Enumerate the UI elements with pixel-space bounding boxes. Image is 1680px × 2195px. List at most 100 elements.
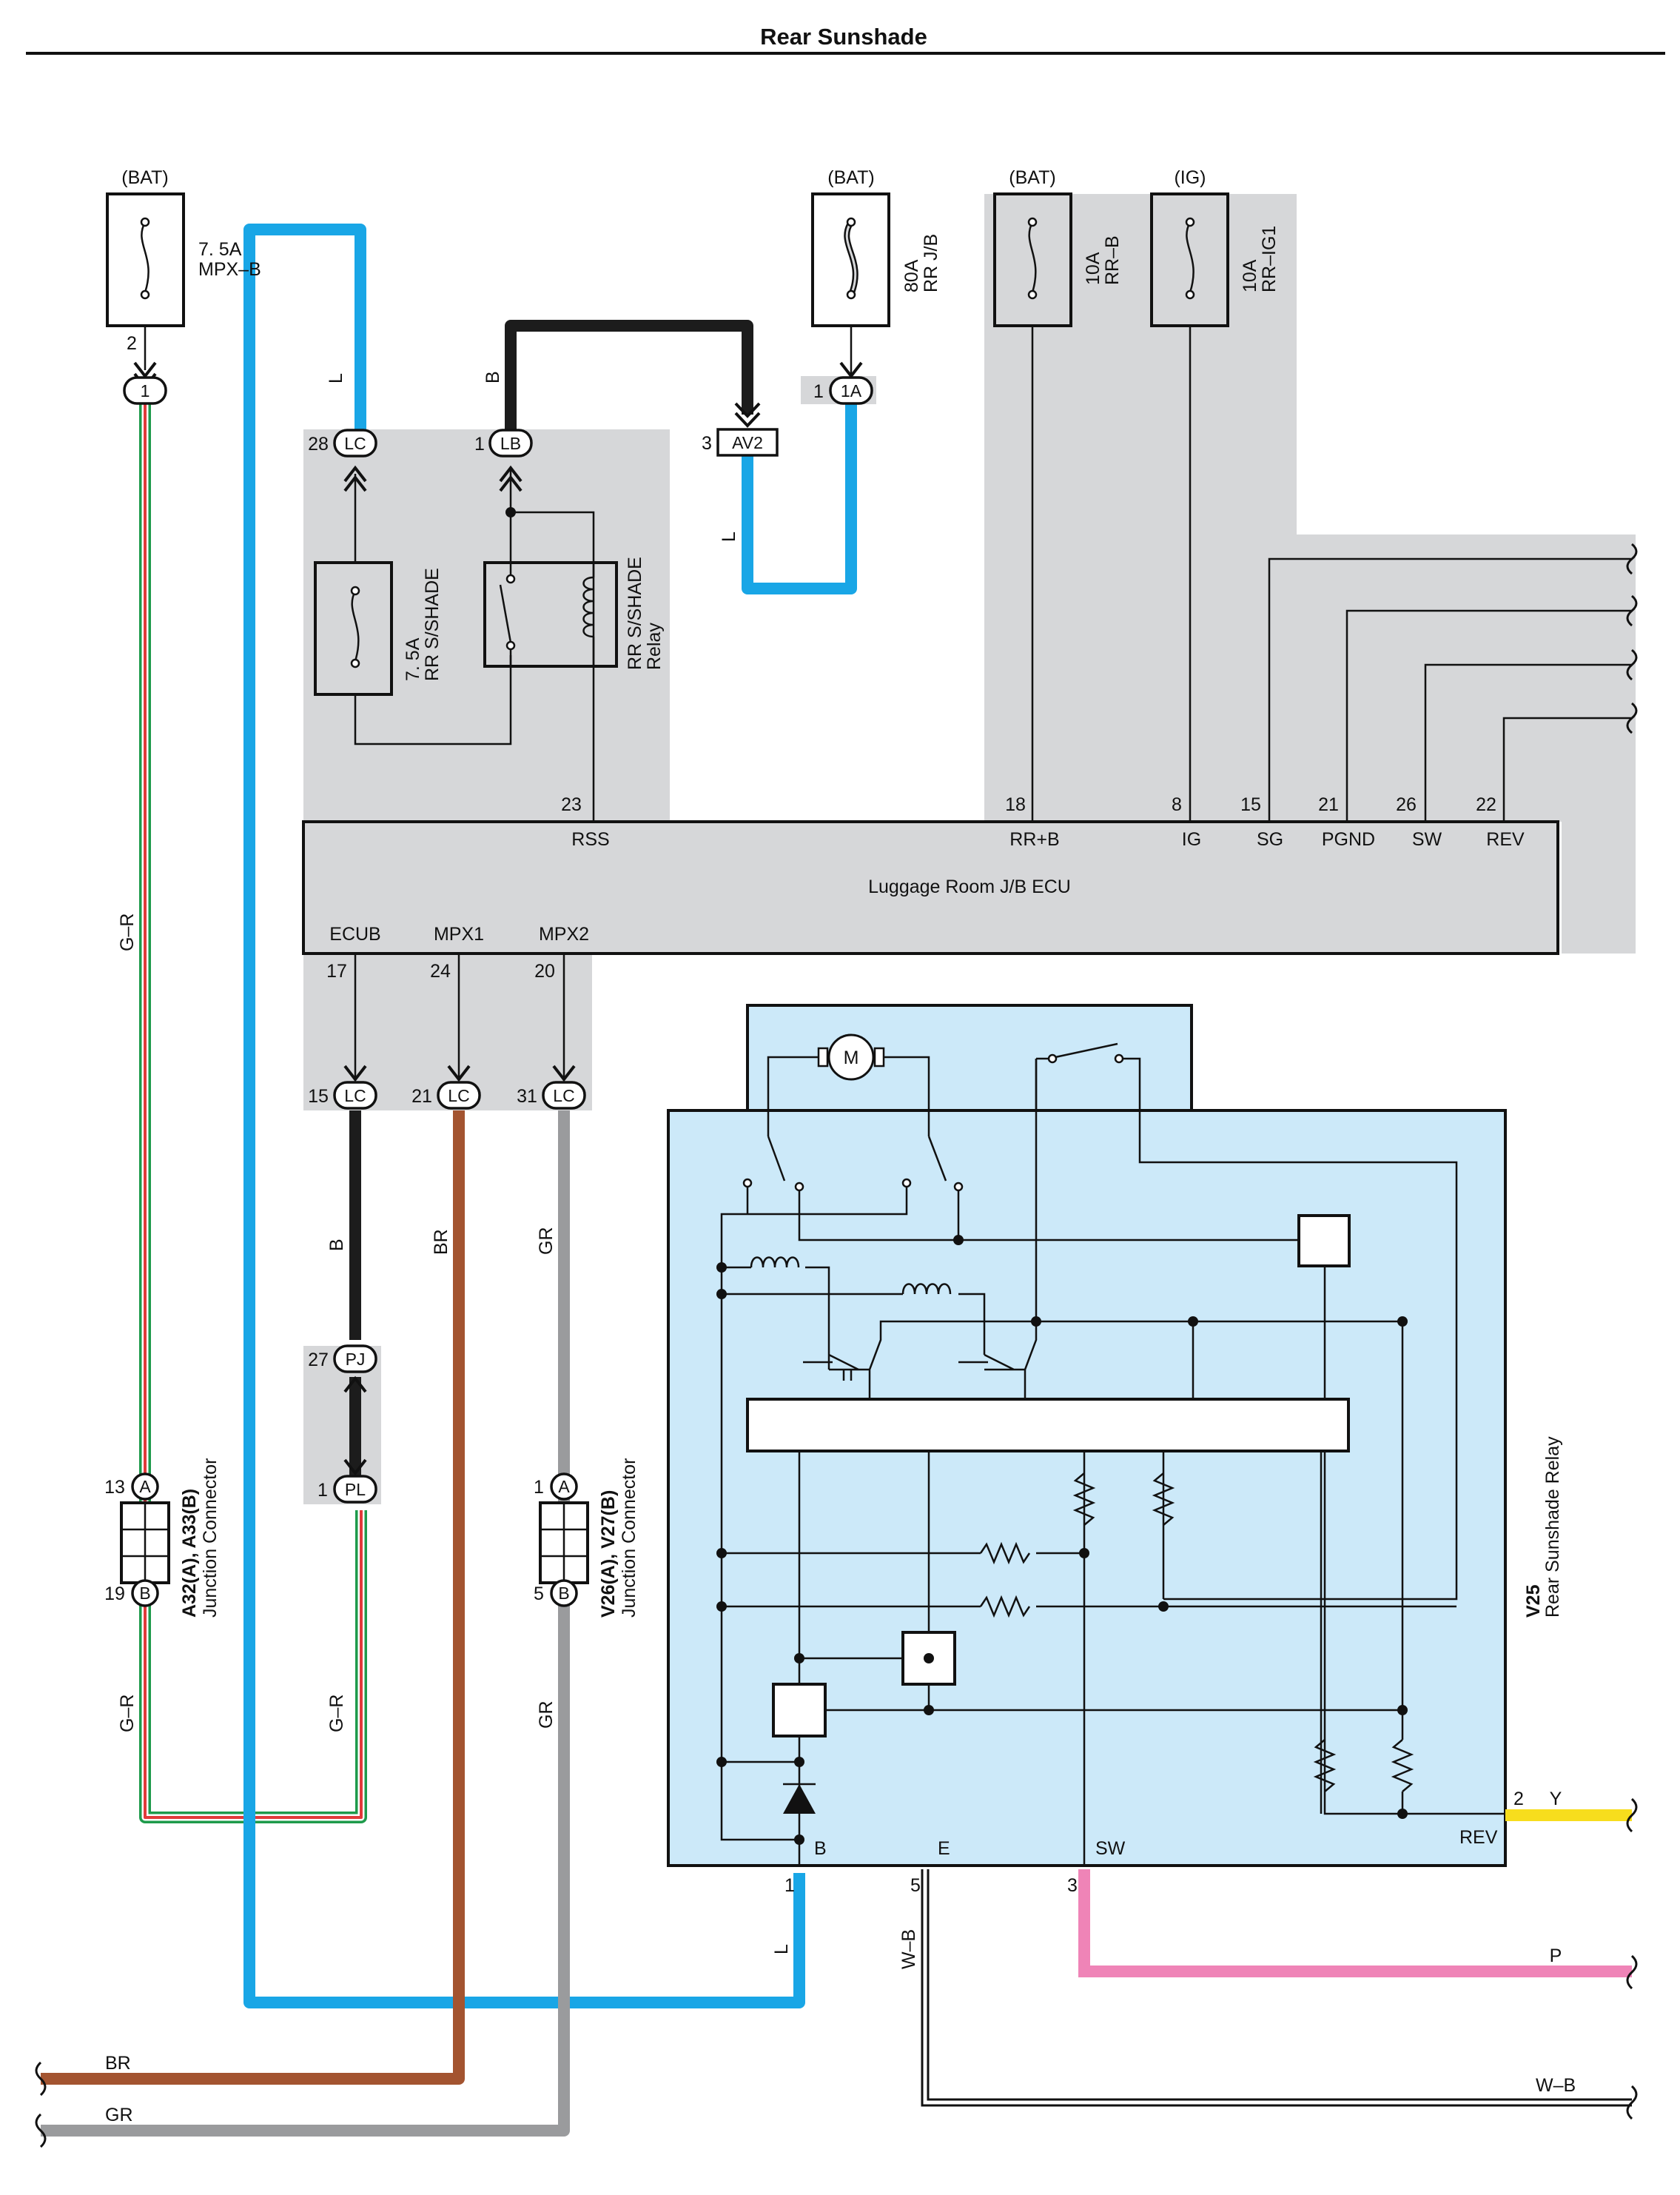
ecu-pin: 23 bbox=[561, 794, 582, 815]
connector-pin: 31 bbox=[517, 1086, 537, 1107]
connector-code: A bbox=[139, 1477, 151, 1496]
fuse-mpxb: (BAT) 7. 5A MPX–B bbox=[106, 167, 261, 370]
connector-lb1: LB 1 bbox=[474, 429, 533, 492]
v25-name: Rear Sunshade Relay bbox=[1542, 1436, 1563, 1618]
v25-terminal-label: B bbox=[814, 1838, 827, 1859]
connector-pin: 1 bbox=[317, 1480, 328, 1501]
connector-1a: 1A 1 bbox=[813, 361, 873, 405]
connector-1: 1 2 bbox=[123, 333, 167, 405]
ecu-pin: 26 bbox=[1396, 794, 1417, 815]
power-label: (IG) bbox=[1174, 167, 1206, 188]
rrsshade-relay: RR S/SHADE Relay bbox=[483, 507, 665, 670]
connector-pin: 2 bbox=[127, 333, 137, 354]
connector-pin: 1 bbox=[813, 381, 824, 402]
wire-l-main bbox=[243, 224, 805, 2008]
junction-a32-a33: A 13 B 19 A32(A), A33(B) Junction Connec… bbox=[104, 1458, 221, 1618]
v25-internals: M bbox=[716, 1033, 1505, 1866]
v25-terminal-pin: 3 bbox=[1067, 1875, 1078, 1896]
connector-pl1: PL 1 bbox=[317, 1458, 377, 1504]
connector-code: B bbox=[558, 1584, 569, 1603]
ecu-terminal-label: PGND bbox=[1322, 829, 1375, 850]
fuse-name: RR J/B bbox=[921, 234, 941, 292]
fuse-rrb: (BAT) 10A RR–B bbox=[993, 167, 1123, 327]
ecu-terminal-label: MPX1 bbox=[434, 924, 484, 945]
wire-label: G–R bbox=[117, 1695, 138, 1732]
ecu-top-terminals: 23 RSS 18 RR+B 8 IG 15 SG 21 PGND 26 SW … bbox=[561, 794, 1525, 850]
power-label: (BAT) bbox=[827, 167, 874, 188]
thin-wires bbox=[354, 326, 1632, 1081]
connector-code: LB bbox=[500, 434, 521, 453]
v25-terminal-label: REV bbox=[1459, 1827, 1498, 1848]
connector-code: LC bbox=[344, 434, 366, 453]
connector-pin: 15 bbox=[308, 1086, 329, 1107]
fuse-rrsshade: 7. 5A RR S/SHADE bbox=[314, 561, 443, 696]
fuse-amp: 7. 5A bbox=[403, 637, 423, 681]
rr-region bbox=[984, 194, 1636, 954]
connector-code: PJ bbox=[346, 1350, 366, 1369]
connector-lc21: LC 21 bbox=[411, 1065, 481, 1110]
wire-label: G–R bbox=[117, 914, 138, 951]
motor-label: M bbox=[844, 1048, 859, 1068]
connector-code: LC bbox=[553, 1086, 574, 1105]
wire-label: GR bbox=[105, 2105, 133, 2125]
ecu-pin: 20 bbox=[534, 961, 555, 982]
wire-label: BR bbox=[431, 1229, 451, 1255]
connector-pin: 5 bbox=[534, 1584, 544, 1604]
ecu-bottom-terminals: ECUB 17 MPX1 24 MPX2 20 bbox=[326, 924, 589, 982]
connector-pin: 13 bbox=[104, 1477, 125, 1498]
fuse-name: RR–IG1 bbox=[1259, 226, 1280, 292]
wire-label: B bbox=[326, 1239, 347, 1251]
wire-label: B bbox=[483, 371, 503, 383]
ecu-terminal-label: RSS bbox=[571, 829, 609, 850]
power-label: (BAT) bbox=[1009, 167, 1055, 188]
junction-name: Junction Connector bbox=[200, 1458, 221, 1618]
wire-br bbox=[41, 1110, 465, 2085]
ecu-pin: 24 bbox=[430, 961, 451, 982]
wire-label: G–R bbox=[326, 1695, 347, 1732]
page-title: Rear Sunshade bbox=[760, 24, 927, 50]
wire-labels: G–R G–R G–R L B L B BR GR GR L W–B Y P B… bbox=[105, 371, 1576, 2125]
v25-terminal-label: E bbox=[938, 1838, 950, 1859]
v25-terminal-pin: 2 bbox=[1513, 1789, 1524, 1809]
power-label: (BAT) bbox=[121, 167, 168, 188]
junction-id: A32(A), A33(B) bbox=[179, 1489, 200, 1618]
connector-code: LC bbox=[448, 1086, 469, 1105]
connector-code: AV2 bbox=[732, 433, 763, 452]
wire-label: Y bbox=[1550, 1789, 1562, 1809]
connector-pj27: PJ 27 bbox=[308, 1344, 377, 1393]
v25-terminal-pin: 1 bbox=[784, 1875, 795, 1896]
ecu-pin: 17 bbox=[326, 961, 347, 982]
wire-label: L bbox=[326, 373, 346, 383]
connector-lc31: LC 31 bbox=[517, 1065, 586, 1110]
wire-l-av2 bbox=[742, 403, 857, 594]
wire-label: L bbox=[719, 532, 739, 542]
v25-id: V25 bbox=[1523, 1584, 1544, 1618]
wire-label: GR bbox=[536, 1227, 557, 1256]
connector-pin: 27 bbox=[308, 1350, 329, 1370]
ecu-terminal-label: SG bbox=[1257, 829, 1283, 850]
connector-lc15: LC 15 bbox=[308, 1065, 377, 1110]
ecu-pin: 18 bbox=[1005, 794, 1026, 815]
wire-w-b-stripe bbox=[923, 1869, 1632, 2105]
ecu-terminal-label: ECUB bbox=[329, 924, 380, 945]
connector-code: 1 bbox=[141, 381, 150, 401]
wire-label: GR bbox=[536, 1701, 557, 1729]
connector-pin: 1 bbox=[474, 434, 485, 455]
fuse-name: MPX–B bbox=[198, 259, 261, 280]
connector-lc28: LC 28 bbox=[308, 429, 377, 492]
wire-b-top bbox=[505, 320, 753, 429]
wire-label: BR bbox=[105, 2053, 131, 2074]
connector-pin: 3 bbox=[702, 433, 712, 454]
connector-pin: 19 bbox=[104, 1584, 125, 1604]
connector-pin: 1 bbox=[534, 1477, 544, 1498]
connector-pin: 21 bbox=[411, 1086, 432, 1107]
fuse-amp: 10A bbox=[1240, 259, 1260, 292]
wire-label: W–B bbox=[1536, 2075, 1576, 2096]
connector-code: 1A bbox=[841, 381, 862, 401]
connector-code: PL bbox=[345, 1480, 366, 1499]
v25-terminal-pin: 5 bbox=[910, 1875, 921, 1896]
junction-v26-v27: A 1 B 5 V26(A), V27(B) Junction Connecto… bbox=[534, 1458, 639, 1618]
fuse-rrjb: (BAT) 80A RR J/B bbox=[811, 167, 941, 374]
ecu-terminal-label: IG bbox=[1182, 829, 1201, 850]
